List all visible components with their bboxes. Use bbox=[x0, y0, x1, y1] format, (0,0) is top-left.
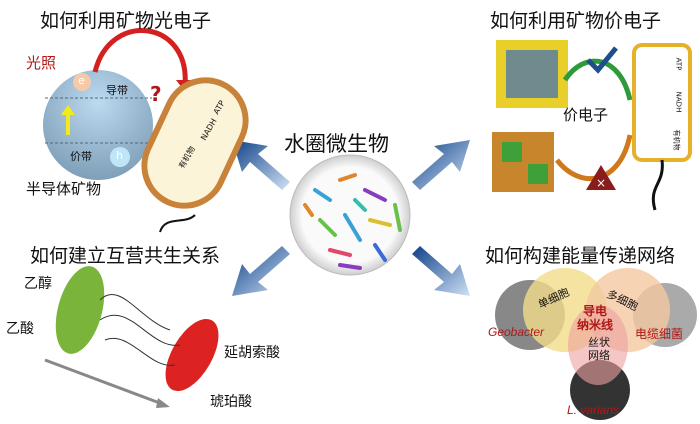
center-title: 水圈微生物 bbox=[284, 132, 389, 156]
light-label: 光照 bbox=[26, 54, 57, 72]
acetate-label: 乙酸 bbox=[6, 321, 34, 337]
arrow-to-top-left bbox=[232, 140, 290, 190]
electron-transfer-arrow bbox=[92, 28, 188, 86]
arrow-to-top-right bbox=[412, 140, 470, 190]
conduction-band-label: 导带 bbox=[106, 84, 128, 97]
microbe-dish bbox=[289, 154, 411, 276]
svg-text:×: × bbox=[596, 176, 606, 190]
bacterial-cell bbox=[141, 77, 249, 233]
blocked-icon: × bbox=[586, 165, 616, 190]
hole-symbol: h bbox=[116, 149, 123, 162]
energy-network-venn bbox=[495, 268, 697, 420]
electron-symbol: e bbox=[78, 74, 85, 87]
geobacter-label: Geobacter bbox=[488, 325, 545, 339]
nadh-label: NADH bbox=[674, 91, 683, 113]
check-icon bbox=[586, 46, 618, 74]
ethanol-label: 乙醇 bbox=[24, 276, 52, 292]
cable-bacteria-label: 电缆细菌 bbox=[635, 327, 684, 341]
organic-label: 有机物 bbox=[672, 129, 681, 151]
filament-network-label: 丝状 网络 bbox=[588, 336, 610, 362]
arrow-to-bottom-left bbox=[232, 246, 290, 296]
arrow-to-bottom-right bbox=[412, 246, 470, 296]
question-mark: ? bbox=[150, 82, 162, 106]
bottom-left-title: 如何建立互营共生关系 bbox=[30, 245, 221, 267]
valence-band-label: 价带 bbox=[70, 150, 92, 163]
succinate-label: 琥珀酸 bbox=[210, 394, 252, 410]
top-right-title: 如何利用矿物价电子 bbox=[490, 10, 662, 32]
mineral-label: 半导体矿物 bbox=[26, 180, 102, 198]
semiconductor-mineral bbox=[43, 70, 153, 180]
mineral-crystals bbox=[492, 40, 568, 192]
valence-electron-label: 价电子 bbox=[563, 106, 609, 124]
nanowire-label: 导电 纳米线 bbox=[577, 304, 614, 332]
l-varians-label: L. varians bbox=[567, 403, 620, 417]
fumarate-label: 延胡索酸 bbox=[224, 345, 280, 361]
syntrophic-network bbox=[44, 266, 219, 408]
top-left-title: 如何利用矿物光电子 bbox=[40, 10, 212, 32]
bottom-right-title: 如何构建能量传递网络 bbox=[485, 245, 676, 267]
atp-label: ATP bbox=[674, 57, 683, 71]
